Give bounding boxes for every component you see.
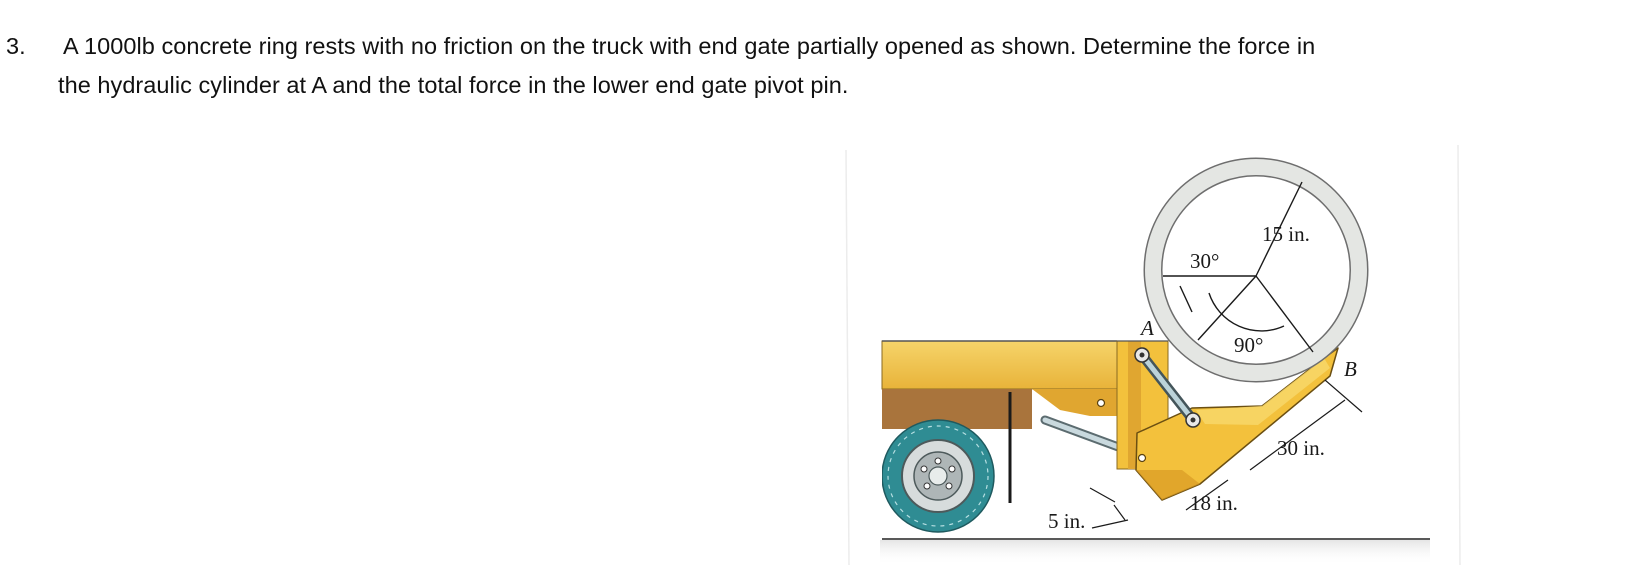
truck-bed <box>881 340 1118 503</box>
gate-offset-label: 18 in. <box>1190 491 1238 515</box>
pin-height-label: 5 in. <box>1048 509 1085 533</box>
gate-length-label: 30 in. <box>1277 436 1325 460</box>
problem-text-line-2: the hydraulic cylinder at A and the tota… <box>58 72 849 98</box>
problem-statement: 3. A 1000lb concrete ring rests with no … <box>0 0 1636 120</box>
angle-30-label: 30° <box>1190 249 1219 273</box>
hydraulic-cylinder <box>1134 347 1201 428</box>
point-b-label: B <box>1344 357 1357 381</box>
point-a-label: A <box>1139 316 1154 340</box>
dimension-lines <box>1089 379 1363 529</box>
ring-geometry <box>1163 181 1314 353</box>
end-gate <box>1135 347 1339 501</box>
scan-edge-line <box>1457 144 1461 566</box>
radius-label: 15 in. <box>1262 222 1310 246</box>
problem-number: 3. <box>6 33 26 59</box>
concrete-ring <box>1143 157 1369 383</box>
angle-90-label: 90° <box>1234 333 1263 357</box>
gate-pivot-pin <box>1137 453 1147 463</box>
ground-shadow <box>880 540 1430 565</box>
problem-text-line-1: A 1000lb concrete ring rests with no fri… <box>63 33 1316 59</box>
scan-edge-line <box>845 149 850 566</box>
tire <box>881 419 995 533</box>
tire-mask <box>860 415 882 540</box>
